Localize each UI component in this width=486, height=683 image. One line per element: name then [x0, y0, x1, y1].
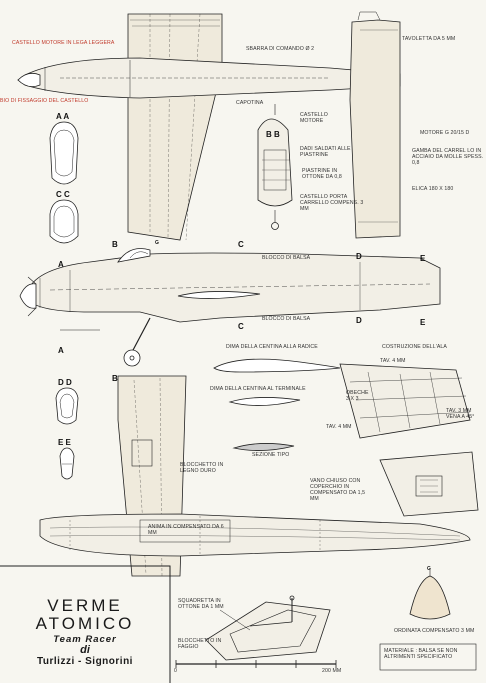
label-tavoletta: TAVOLETTA DA 5 mm [402, 36, 456, 42]
label-capotina: CAPOTINA [236, 100, 264, 106]
section-letter-b-bot: B [112, 374, 118, 383]
rib-tip [228, 397, 301, 406]
label-obeche: OBECHE 3 x 3 [346, 390, 369, 402]
label-castello-porta: CASTELLO PORTA CARRELLO COMPENS. 3 mm [300, 194, 364, 212]
wing-spar [39, 513, 471, 557]
anima-label-box [139, 519, 231, 543]
section-letter-a-left: A [58, 260, 64, 269]
label-gamba: GAMBA DEL CARREL LO IN ACCIAIO DA MOLLE … [412, 148, 484, 166]
spinner-side [19, 283, 37, 309]
section-letter-a-bot: A [58, 346, 64, 355]
section-letter-c-bot: C [238, 322, 244, 331]
section-ee [59, 447, 75, 480]
label-costruzione: COSTRUZIONE DELL'ALA [382, 344, 447, 350]
label-dima-terminale: DIMA DELLA CENTINA AL TERMINALE [210, 386, 306, 392]
stabilizer-top-view [349, 19, 401, 239]
section-letter-g-top: G [155, 240, 159, 246]
rib-section [232, 443, 295, 451]
title-line-2: ATOMICO [35, 614, 135, 633]
blocchetto [131, 439, 153, 467]
section-letter-dd: D D [58, 378, 72, 387]
section-letter-ee: E E [58, 438, 71, 447]
label-piastrine: PIASTRINE IN OTTONE DA 0,8 [302, 168, 342, 180]
label-scale-0: 0 [174, 668, 177, 674]
label-castello-motore-lega: CASTELLO MOTORE IN LEGA LEGGERA [12, 40, 115, 46]
label-castello-motore: CASTELLO MOTORE [300, 112, 328, 124]
materiale-box [379, 643, 477, 671]
label-squadretta: SQUADRETTA IN OTTONE DA 1 mm [178, 598, 224, 610]
label-tav4-b: TAV. 4 mm [326, 424, 352, 430]
label-fissaggio: BIO DI FISSAGGIO DEL CASTELLO [0, 98, 89, 104]
section-letter-e-bot: E [420, 318, 426, 327]
label-sezione-tipo: SEZIONE TIPO [252, 452, 290, 458]
label-blocchetto-faggio: BLOCCHETTO IN FAGGIO [178, 638, 222, 650]
fuselage-side-view [27, 252, 441, 323]
section-letter-b-top: B [112, 240, 118, 249]
ordinata [409, 575, 451, 620]
label-tav3: TAV. 3 mm VENA A 45° [446, 408, 475, 420]
label-anima: ANIMA IN COMPENSATO DA 6 mm [148, 524, 224, 536]
title-line-1: VERME [47, 596, 123, 615]
wing-top-view [127, 13, 223, 241]
section-aa [49, 121, 79, 185]
section-letter-c-top: C [238, 240, 244, 249]
label-blocchetto-legno: BLOCCHETTO IN LEGNO DURO [180, 462, 224, 474]
bellcrank-detail [205, 601, 331, 661]
label-vano: VANO CHIUSO CON COPERCHIO IN COMPENSATO … [310, 478, 366, 502]
section-letter-cc: C C [56, 190, 70, 199]
label-sbarra-comando: SBARRA DI COMANDO Ø 2 [246, 46, 315, 52]
title-frame [0, 565, 171, 683]
wing-side-section [177, 291, 261, 299]
section-letter-aa: A A [56, 112, 70, 121]
section-letter-bb: B B [266, 130, 280, 139]
section-letter-d-bot: D [356, 316, 362, 325]
title-line-5: Turlizzi - Signorini [37, 656, 133, 667]
section-letter-d-right: D [356, 252, 362, 261]
section-cc [49, 199, 79, 244]
engine-front-view [257, 118, 293, 207]
label-elica: ELICA 180 x 180 [412, 186, 454, 192]
label-materiale: MATERIALE : BALSA SE NON ALTRIMENTI SPEC… [384, 648, 458, 660]
title-line-3: Team Racer [53, 634, 117, 645]
label-tav4-a: TAV. 4 mm [380, 358, 406, 364]
section-letter-g-right: G [427, 566, 431, 572]
label-dima-radice: DIMA DELLA CENTINA ALLA RADICE [226, 344, 318, 350]
rib-root [213, 358, 341, 373]
label-blocco-balsa-top: BLOCCO DI BALSA [262, 255, 311, 261]
label-blocco-balsa-bottom: BLOCCO DI BALSA [262, 316, 311, 322]
title-line-4: di [80, 644, 90, 656]
label-ordinata: ORDINATA COMPENSATO 3 mm [394, 628, 475, 634]
spinner-top [17, 72, 41, 88]
label-dadi: DADI SALDATI ALLE PIASTRINE [300, 146, 351, 158]
label-scale-200: 200 mm [322, 668, 342, 674]
section-dd [55, 387, 79, 425]
label-motore: MOTORE G 20/15 D [420, 130, 470, 136]
section-letter-e-right: E [420, 254, 426, 263]
wing-cover [379, 451, 479, 517]
